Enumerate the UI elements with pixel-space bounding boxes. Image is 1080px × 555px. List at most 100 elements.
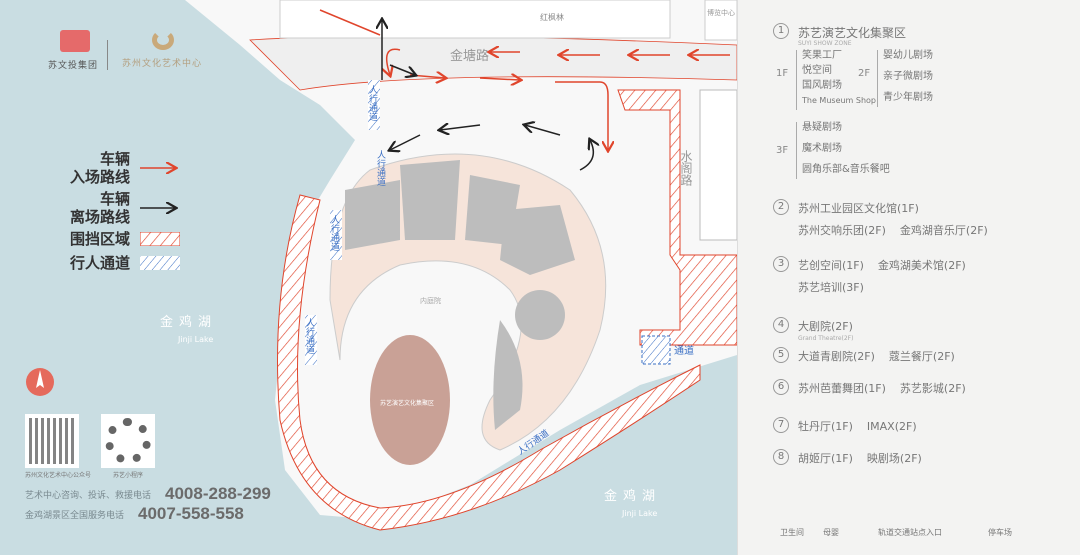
number-badge: 8 (773, 449, 789, 465)
venue-item[interactable]: IMAX(2F) (866, 420, 917, 433)
pedestrian-passage (330, 210, 342, 260)
group-logo-icon (60, 30, 90, 52)
building-5 (500, 205, 575, 275)
venue-item[interactable]: 苏州芭蕾舞团(1F) (798, 382, 886, 395)
enclosure-zone-east (617, 89, 737, 346)
building-8 (493, 320, 523, 430)
lake-label-bottom: 金鸡湖 (604, 488, 661, 504)
venue-item[interactable]: 苏艺影城(2F) (899, 382, 966, 395)
building-2 (345, 180, 400, 250)
directory-entry-5[interactable]: 5 大道青剧院(2F) 蔻兰餐厅(2F) (773, 347, 969, 370)
venue-item[interactable]: 金鸡湖美术馆(2F) (877, 259, 966, 272)
restroom-legend: 卫生间 (780, 528, 804, 537)
qr-code-icon[interactable] (25, 414, 79, 468)
number-badge: 4 (773, 317, 789, 333)
nursery-legend: 母婴 (823, 528, 839, 537)
enclosure-zone-outer (277, 194, 701, 531)
directory-entry-8[interactable]: 8 胡姬厅(1F) 映剧场(2F) (773, 449, 936, 472)
directory-entry-3[interactable]: 3 艺创空间(1F) 金鸡湖美术馆(2F) 苏艺培训(3F) (773, 256, 980, 301)
venue-directory-panel: 1 苏艺演艺文化集聚区 SUYI SHOW ZONE 1F 笑果工厂 悦空间 国… (737, 0, 1080, 555)
venue-item[interactable]: 苏州工业园区文化馆(1F) (798, 202, 919, 215)
building-7 (515, 290, 565, 340)
directory-entry-1[interactable]: 1 苏艺演艺文化集聚区 SUYI SHOW ZONE (773, 23, 907, 47)
venue-item[interactable]: 苏州交响乐团(2F) (798, 224, 886, 237)
phone1-number[interactable]: 4008-288-299 (165, 484, 271, 503)
directory-entry-2[interactable]: 2 苏州工业园区文化馆(1F) 苏州交响乐团(2F) 金鸡湖音乐厅(2F) (773, 199, 1002, 244)
venue-item[interactable]: 胡姬厅(1F) (798, 452, 853, 465)
logo-group: 苏文投集团 (48, 30, 98, 71)
zone1-subtitle: SUYI SHOW ZONE (798, 40, 852, 47)
number-badge: 7 (773, 417, 789, 433)
lake-label-left-en: Jinji Lake (177, 335, 213, 344)
qr2-caption: 苏艺小程序 (113, 472, 144, 479)
venue-item[interactable]: 艺创空间(1F) (798, 259, 864, 272)
hongfenglin-label: 红枫林 (540, 12, 564, 22)
plaza-label: 内庭院 (420, 296, 441, 305)
pedestrian-hatch-icon (140, 256, 180, 270)
ped-label: 人行通道 (329, 215, 340, 252)
building-3 (400, 160, 460, 240)
venue-item[interactable]: 金鸡湖音乐厅(2F) (899, 224, 988, 237)
venue-item[interactable]: 苏艺培训(3F) (798, 281, 864, 294)
center-logo-text: 苏州文化艺术中心 (122, 59, 203, 69)
floor-label: 2F (858, 68, 871, 79)
shuige-road-label: 水阁路 (679, 150, 693, 187)
center-logo-icon (152, 30, 174, 50)
directory-entry-6[interactable]: 6 苏州芭蕾舞团(1F) 苏艺影城(2F) (773, 379, 980, 402)
metro-entrance-legend: 轨道交通站点入口 (878, 528, 942, 537)
venue-item[interactable]: 大道青剧院(2F) (798, 350, 875, 363)
hongfenglin-block (279, 0, 671, 39)
zone1-label: 苏艺演艺文化集聚区 (380, 399, 434, 407)
number-badge: 2 (773, 199, 789, 215)
number-badge: 6 (773, 379, 789, 395)
logo-center: 苏州文化艺术中心 (122, 30, 202, 69)
floor-label: 1F (776, 68, 789, 79)
legend-enclosure-label: 围挡区域 (69, 230, 130, 248)
venue-item[interactable]: The Museum Shop (802, 96, 877, 105)
directory-entry-7[interactable]: 7 牡丹厅(1F) IMAX(2F) (773, 417, 931, 440)
entry-arrow-icon (140, 162, 180, 174)
enclosure-hatch-icon (140, 232, 180, 246)
legend-exit-label: 车辆 离场路线 (69, 190, 130, 226)
ped-label: 人行通道 (304, 318, 315, 355)
zone1-floor3-list: 悬疑剧场 魔术剧场 圆角乐部&音乐餐吧 (796, 122, 890, 179)
ped-label: 人行通道 (367, 85, 378, 122)
exit-arrow-icon (140, 202, 180, 214)
venue-item[interactable]: 青少年剧场 (883, 92, 933, 103)
venue-item[interactable]: 婴幼儿剧场 (883, 50, 933, 61)
legend: 车辆 入场路线 车辆 离场路线 围挡区域 行人通道 (30, 150, 180, 272)
venue-item[interactable]: 魔术剧场 (802, 143, 842, 154)
floor-label: 3F (776, 145, 789, 156)
phone2-number[interactable]: 4007-558-558 (138, 504, 244, 523)
number-badge: 3 (773, 256, 789, 272)
zone1-title: 苏艺演艺文化集聚区 (798, 26, 907, 40)
venue-item[interactable]: 映剧场(2F) (866, 452, 922, 465)
lake-bottom (560, 400, 737, 555)
number-badge: 5 (773, 347, 789, 363)
venue-item[interactable]: 圆角乐部&音乐餐吧 (802, 164, 890, 175)
venue-item[interactable]: 国风剧场 (802, 80, 842, 91)
venue-item[interactable]: 笑果工厂 (802, 50, 842, 61)
venue-item[interactable]: 牡丹厅(1F) (798, 420, 853, 433)
venue-item[interactable]: 悦空间 (802, 65, 832, 76)
pedestrian-passage (368, 80, 380, 130)
legend-entry-label: 车辆 入场路线 (69, 150, 130, 186)
venue-item[interactable]: 悬疑剧场 (802, 122, 842, 133)
pedestrian-passage (305, 315, 317, 365)
parking-legend: 停车场 (988, 528, 1012, 537)
phone1-label: 艺术中心咨询、投诉、救援电话 (25, 490, 152, 501)
logo-divider (107, 40, 108, 70)
group-logo-text: 苏文投集团 (48, 61, 99, 71)
miniprogram-code-icon[interactable] (101, 414, 156, 468)
expo-label: 博览中心 (707, 8, 735, 17)
number-badge: 1 (773, 23, 789, 39)
building-zone1 (370, 335, 450, 465)
venue-item[interactable]: 大剧院(2F) (798, 320, 853, 333)
legend-pedestrian-label: 行人通道 (69, 254, 130, 272)
venue-item[interactable]: 蔻兰餐厅(2F) (888, 350, 955, 363)
zone1-floor1-list: 笑果工厂 悦空间 国风剧场 The Museum Shop (796, 50, 876, 110)
road-label-jintang: 金塘路 (450, 48, 489, 64)
venue-item[interactable]: 亲子微剧场 (883, 71, 933, 82)
